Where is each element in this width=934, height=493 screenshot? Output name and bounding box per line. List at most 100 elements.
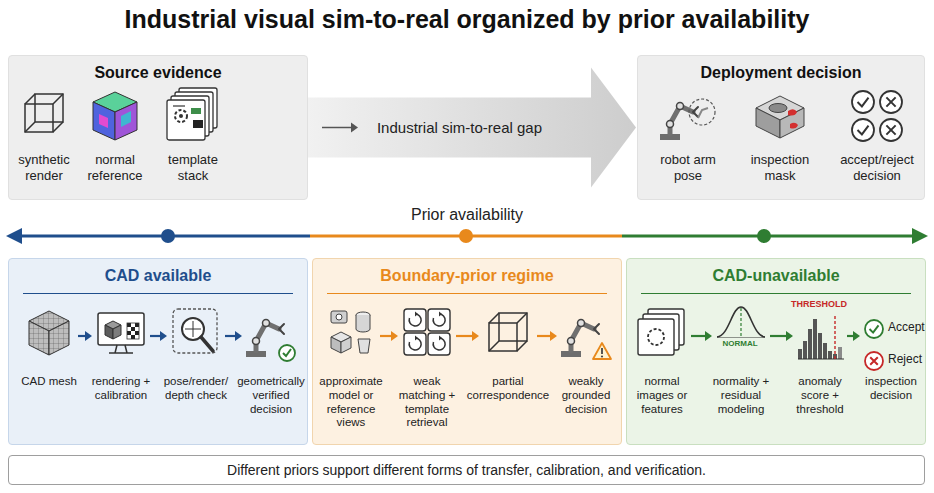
icon-path (798, 359, 844, 360)
panel-heading: Boundary-prior regime (313, 259, 621, 285)
icon-rect (638, 319, 674, 355)
icon-polygon (113, 325, 121, 339)
step-item: pose/render/ depth check (160, 303, 232, 425)
icon-circle (880, 119, 902, 141)
frames-icon (636, 303, 688, 369)
step-item: anomaly score + threshold (787, 303, 853, 425)
robotwarn-icon (560, 303, 612, 369)
item-label: geometrically verified decision (235, 375, 307, 416)
curve-label-holder: NORMAL (722, 339, 757, 349)
step-item: synthetic render (11, 84, 77, 196)
robotok-icon (245, 303, 297, 369)
arrowhead (351, 123, 358, 133)
icon-rect (828, 351, 832, 359)
render-icon (95, 303, 147, 369)
icon-path (834, 316, 835, 361)
step-item: robot arm pose (648, 84, 728, 196)
item-label: CAD mesh (14, 375, 84, 389)
icon-path (717, 307, 765, 337)
step-item: approximate model or reference views (315, 303, 387, 430)
icon-ellipse (769, 104, 787, 113)
icon-circle (568, 338, 575, 345)
icon-polygon (331, 337, 341, 353)
step-item: rendering + calibration (86, 303, 156, 425)
approx-icon (325, 303, 377, 369)
step-item: partial correspondence (466, 303, 550, 425)
diagram-title: Industrial visual sim-to-real organized … (125, 5, 810, 34)
icon-path (858, 98, 869, 107)
icon-rect (135, 323, 139, 327)
panel-heading: Deployment decision (638, 56, 924, 82)
arrow-line (691, 335, 706, 337)
icon-circle (253, 338, 260, 345)
small-arrow (322, 127, 352, 129)
icon-circle (865, 320, 883, 338)
icon-rect (808, 329, 812, 359)
icon-circle (601, 355, 603, 357)
step-item: geometrically verified decision (235, 303, 307, 425)
axis-dot (459, 229, 473, 243)
mesh-icon (23, 303, 75, 369)
icon-rect (798, 349, 802, 359)
icon-polygon (121, 111, 131, 127)
icon-polygon (93, 102, 115, 140)
icon-polygon (29, 321, 49, 355)
caption-box: Different priors support different forms… (8, 455, 925, 485)
icon-path (279, 324, 284, 334)
item-label: normal reference (79, 152, 151, 183)
threshold-label-holder: THRESHOLD (791, 299, 847, 311)
step-item: template stack (155, 84, 231, 196)
item-label: inspection mask (738, 152, 822, 183)
icon-rect (331, 311, 347, 323)
item-label: rendering + calibration (86, 375, 156, 403)
icon-rect (428, 333, 450, 355)
icon-rect (838, 347, 842, 359)
step-item: normality + residual modeling (701, 303, 781, 425)
icon-circle (689, 99, 715, 125)
icon-circle (852, 91, 874, 113)
icon-rect (167, 100, 205, 140)
item-label: inspection decision (857, 375, 925, 403)
icon-path (886, 97, 895, 106)
icon-polygon (415, 336, 418, 341)
bell-icon (715, 303, 767, 369)
diagram-title-holder: Industrial visual sim-to-real organized … (125, 5, 810, 34)
icon-polygon (593, 343, 611, 359)
edge-label-holder: Industrial sim-to-real gap (377, 118, 542, 138)
item-label: weakly grounded decision (553, 375, 619, 416)
icon-path (858, 126, 869, 135)
icon-path (788, 109, 797, 115)
icon-path (356, 315, 370, 332)
item-label: anomaly score + threshold (787, 375, 853, 416)
icon-polygon (115, 102, 137, 140)
icon-rect (127, 331, 131, 335)
icon-circle (667, 121, 674, 128)
icon-path (886, 125, 895, 134)
stack-icon (165, 84, 221, 146)
wire-icon (16, 84, 72, 146)
edge-label: Industrial sim-to-real gap (377, 118, 542, 138)
step-item: normal reference (79, 84, 151, 196)
icon-rect (98, 313, 144, 345)
icon-circle (865, 352, 883, 370)
icon-polygon (780, 108, 804, 138)
arrow-line (537, 335, 551, 337)
step-item: accept/reject decision (834, 84, 920, 196)
icon-path (283, 349, 291, 356)
gap-arrow (308, 68, 636, 188)
icon-rect (404, 309, 426, 331)
icon-polygon (341, 337, 351, 353)
icon-rect (191, 108, 201, 114)
icon-path (601, 348, 603, 354)
icon-circle (179, 114, 183, 118)
item-label: approximate model or reference views (315, 375, 387, 430)
arrow-line (380, 335, 392, 337)
icon-polygon (49, 321, 69, 355)
gap-arrow-body (308, 68, 636, 188)
item-label: normal images or features (629, 375, 695, 416)
icon-path (256, 323, 279, 351)
step-item: CAD mesh (14, 303, 84, 425)
icon-rect (813, 319, 817, 359)
icon-circle (336, 314, 342, 320)
